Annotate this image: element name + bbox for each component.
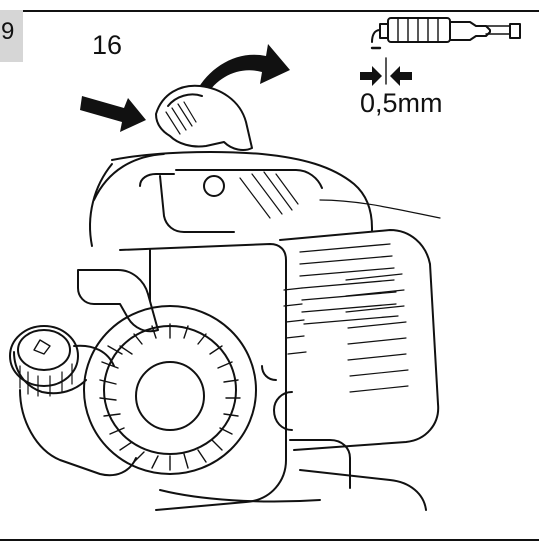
step-number: 9: [1, 18, 15, 45]
part-number-label: 16: [92, 30, 123, 60]
step-tab: 9: [0, 10, 23, 62]
spark-plug-icon: [370, 17, 521, 50]
spark-plug-cap: [155, 84, 253, 151]
gap-arrows-icon: [360, 66, 412, 86]
rotate-arrow-icon: [196, 44, 290, 96]
starter-handle: [77, 269, 159, 333]
engine-body: [89, 151, 440, 511]
fuel-cap: [9, 325, 137, 477]
recoil-starter: [83, 305, 257, 475]
electrode-gap-label: 0,5mm: [360, 88, 443, 118]
bottom-rule: [0, 539, 539, 541]
push-arrow-icon: [80, 96, 146, 132]
top-rule: [0, 10, 539, 12]
